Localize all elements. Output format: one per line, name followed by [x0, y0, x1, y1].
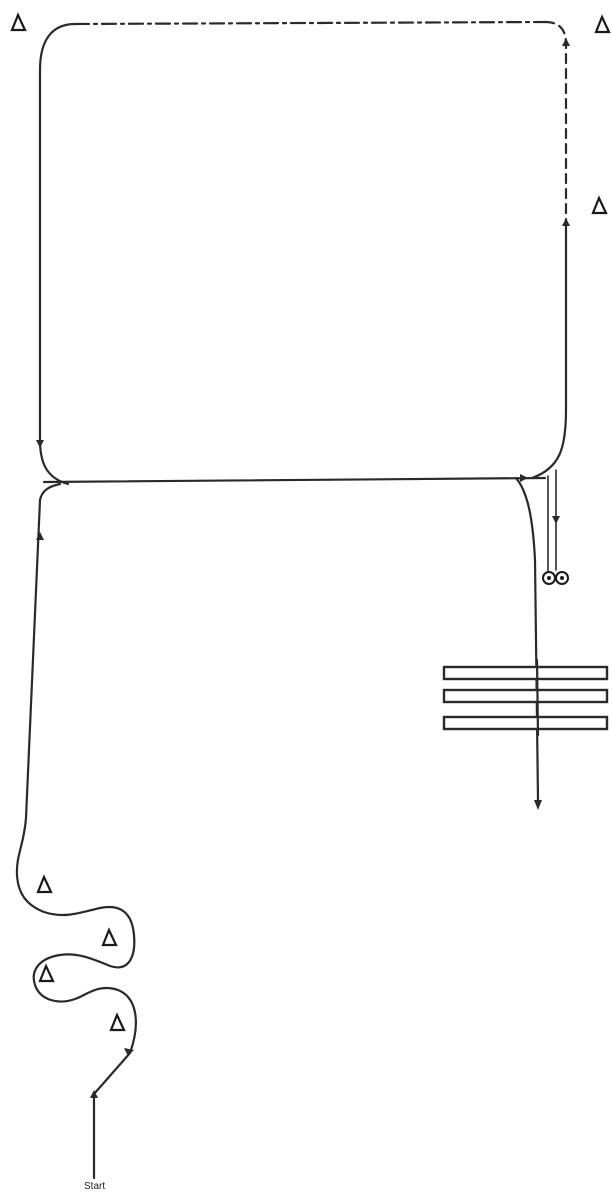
arrow-up-start — [90, 1090, 98, 1098]
hurdle-bar — [442, 665, 609, 681]
center-line — [42, 476, 547, 484]
arrow-exit-down — [534, 800, 542, 810]
loop-right-dashed — [543, 20, 568, 222]
cone-icon — [38, 963, 55, 983]
hurdle-bar — [442, 688, 609, 704]
arrow-ball-lane — [552, 516, 560, 524]
arrow-left-side-up — [36, 532, 44, 540]
cone-icon — [594, 14, 611, 34]
exit-path-over-bars — [535, 658, 540, 737]
loop-right-side — [530, 218, 568, 480]
loop-top-side — [73, 20, 547, 26]
arrow-right-up — [562, 218, 570, 226]
hurdle-bar — [442, 715, 609, 731]
cone-icon — [10, 12, 27, 32]
arrow-left-side-down — [36, 440, 44, 448]
start-label: Start — [84, 1181, 105, 1192]
arrow-center-right — [520, 474, 528, 482]
exit-path — [514, 476, 540, 802]
loop-left-side — [38, 22, 77, 486]
cone-icon — [591, 195, 608, 215]
start-path — [15, 482, 137, 1180]
cone-icon — [36, 874, 53, 894]
ball-icon — [542, 571, 569, 585]
arrow-weave — [124, 1048, 134, 1056]
cone-icon — [109, 1012, 126, 1032]
arrow-top-right — [562, 38, 570, 46]
cone-icon — [101, 927, 118, 947]
